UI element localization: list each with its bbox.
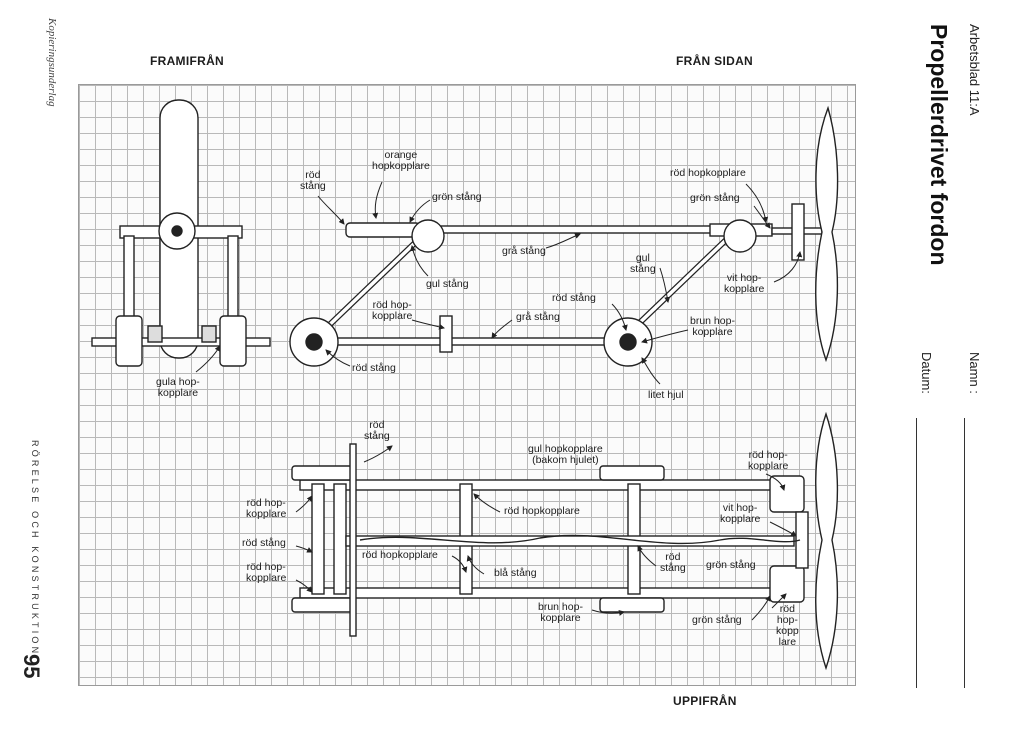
heading-side-view: FRÅN SIDAN <box>676 54 753 68</box>
name-line <box>964 418 965 688</box>
label-top-brun-hopkopplare: brun hop-kopplare <box>538 601 583 624</box>
top-wheel-rear-lower <box>599 597 665 613</box>
top-gear-stack <box>795 511 809 569</box>
front-connector-left <box>147 325 163 343</box>
top-view-drawing <box>291 411 839 671</box>
label-top-rod-stang-left: röd stång <box>242 537 286 549</box>
front-view-drawing <box>91 99 271 367</box>
front-axle <box>91 337 271 347</box>
top-rubber-band <box>359 534 801 545</box>
label-top-gron-stang-lower: grön stång <box>692 614 742 626</box>
side-upper-grey-rod <box>419 225 721 234</box>
label-side-litet-hjul: litet hjul <box>648 389 684 401</box>
label-side-rod-hopkopplare-mid: röd hop-kopplare <box>372 299 413 322</box>
top-wheel-rear-upper <box>599 465 665 481</box>
label-side-gul-stang-left: gul stång <box>426 278 469 290</box>
top-propeller <box>815 411 839 671</box>
front-left-wheel <box>115 315 143 367</box>
label-side-gron-stang-right: grön stång <box>690 192 740 204</box>
label-side-rod-stang-bottom: röd stång <box>352 362 396 374</box>
side-propeller <box>815 105 839 363</box>
label-side-rod-hopkopplare-right: röd hopkopplare <box>670 167 746 179</box>
side-mid-connector <box>439 315 453 353</box>
label-top-vit-hopkopplare: vit hop-kopplare <box>720 502 761 525</box>
top-lower-rod <box>299 587 785 599</box>
front-right-wheel <box>219 315 247 367</box>
top-wheel-front-lower <box>291 597 353 613</box>
side-gear-right <box>723 219 757 253</box>
side-lower-grey-rod <box>317 337 635 346</box>
label-side-rod-stang-mid: röd stång <box>552 292 596 304</box>
label-top-rod-hopkopplare-left: röd hop-kopplare <box>246 497 287 520</box>
label-side-gron-stang: grön stång <box>432 191 482 203</box>
side-orange-connector <box>345 222 421 238</box>
top-connector-upper-right <box>769 475 805 513</box>
label-top-gul-hopkopplare: gul hopkopplare(bakom hjulet) <box>528 443 603 466</box>
top-upper-rod <box>299 479 785 491</box>
label-side-gra-stang-lower: grå stång <box>516 311 560 323</box>
side-gear-left <box>411 219 445 253</box>
label-top-rod-hopkopplare-center: röd hopkopplare <box>504 505 580 517</box>
top-wheel-front-upper <box>291 465 353 481</box>
side-view-drawing <box>289 105 839 367</box>
label-front-gula-hopkopplare: gula hop-kopplare <box>156 376 200 399</box>
side-gear-stack <box>791 203 805 261</box>
label-side-vit-hopkopplare: vit hop-kopplare <box>724 272 765 295</box>
label-top-rod-hopkopplare-lower: röd hopkopplare <box>362 549 438 561</box>
label-side-brun-hopkopplare: brun hop-kopplare <box>690 315 735 338</box>
leader-arrows <box>195 181 803 621</box>
label-top-bla-stang: blå stång <box>494 567 537 579</box>
label-top-rod-hopkopplare-left2: röd hop-kopplare <box>246 561 287 584</box>
heading-front-view: FRAMIFRÅN <box>150 54 225 68</box>
date-line <box>916 418 917 688</box>
top-left-rod-a <box>311 483 325 595</box>
front-connector-right <box>201 325 217 343</box>
graph-paper-grid <box>78 84 856 686</box>
top-connector-lower-right <box>769 565 805 603</box>
label-top-gron-stang-upper: grön stång <box>706 559 756 571</box>
label-side-gra-stang-upper: grå stång <box>502 245 546 257</box>
heading-top-view: UPPIFRÅN <box>673 694 737 708</box>
label-top-rod-hopkopplare-right: röd hop-kopplare <box>748 449 789 472</box>
top-red-rod-vertical <box>349 443 357 637</box>
top-left-rod-b <box>333 483 347 595</box>
